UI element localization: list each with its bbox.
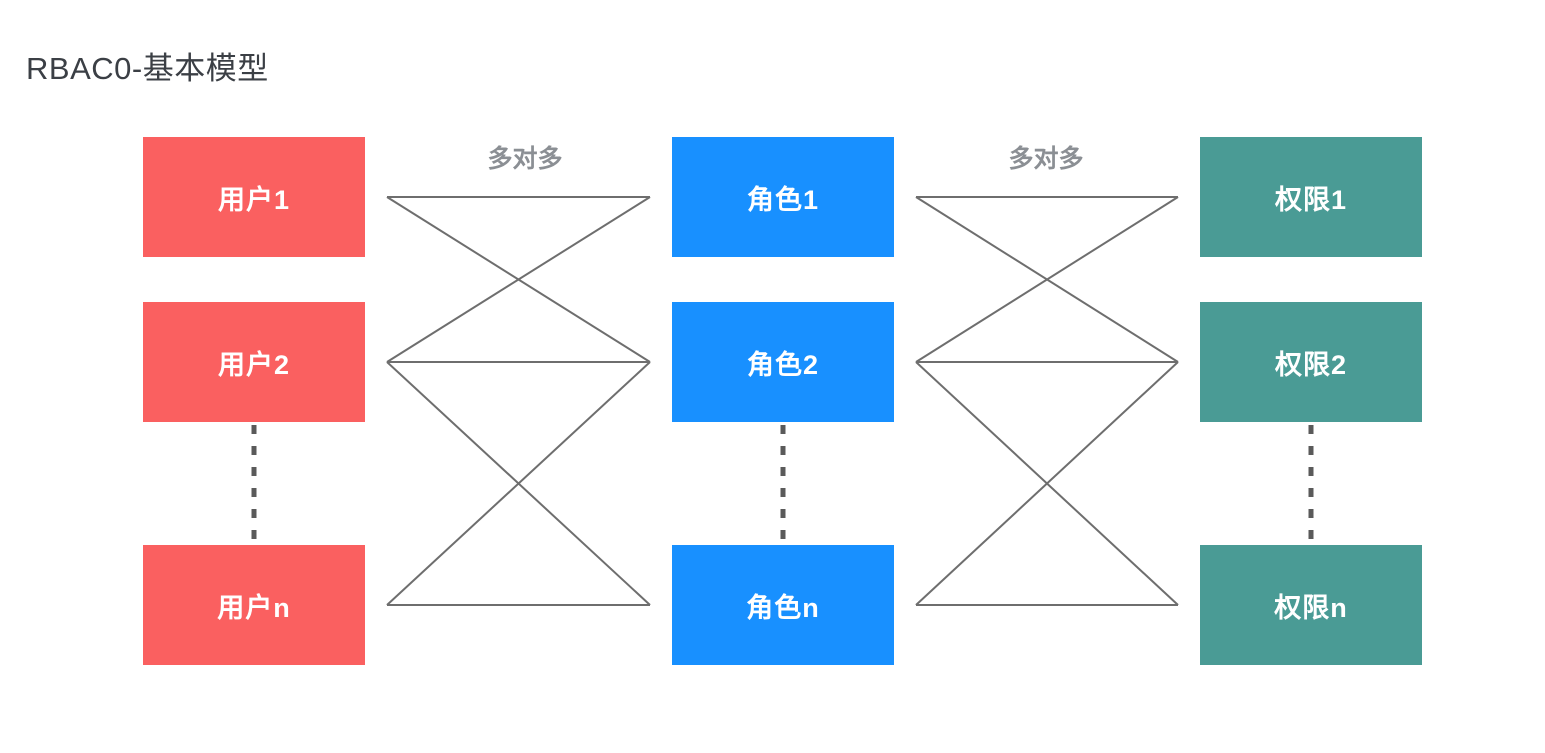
relation-label-role-permission: 多对多 bbox=[1008, 139, 1083, 175]
connector-line-role-permission-d1a bbox=[915, 361, 1179, 606]
connector-line-user-role-d1b bbox=[386, 361, 651, 606]
node-user-1[interactable]: 用户1 bbox=[143, 137, 365, 257]
node-user-n[interactable]: 用户n bbox=[143, 545, 365, 665]
node-label: 权限1 bbox=[1274, 184, 1348, 215]
connector-line-role-permission-d0a bbox=[915, 196, 1179, 363]
connector-line-role-permission-d1b bbox=[915, 361, 1179, 606]
node-label: 角色2 bbox=[746, 349, 820, 380]
node-label: 用户n bbox=[217, 592, 291, 623]
node-role-1[interactable]: 角色1 bbox=[672, 137, 894, 257]
node-label: 用户2 bbox=[217, 349, 291, 380]
node-label: 用户1 bbox=[217, 184, 291, 215]
node-label: 角色1 bbox=[746, 184, 820, 215]
relation-label-user-role: 多对多 bbox=[487, 139, 562, 175]
node-permission-1[interactable]: 权限1 bbox=[1200, 137, 1422, 257]
node-role-n[interactable]: 角色n bbox=[672, 545, 894, 665]
node-permission-n[interactable]: 权限n bbox=[1200, 545, 1422, 665]
node-permission-2[interactable]: 权限2 bbox=[1200, 302, 1422, 422]
connector-line-user-role-d0a bbox=[386, 196, 651, 363]
connector-line-role-permission-d0b bbox=[915, 196, 1179, 363]
node-user-2[interactable]: 用户2 bbox=[143, 302, 365, 422]
connector-line-user-role-d1a bbox=[386, 361, 651, 606]
connector-line-user-role-d0b bbox=[386, 196, 651, 363]
node-label: 权限n bbox=[1274, 592, 1348, 623]
node-label: 角色n bbox=[746, 592, 820, 623]
node-label: 权限2 bbox=[1274, 349, 1348, 380]
page-title: RBAC0-基本模型 bbox=[26, 51, 269, 86]
node-role-2[interactable]: 角色2 bbox=[672, 302, 894, 422]
relation-label-text: 多对多 bbox=[487, 145, 563, 173]
relation-label-text: 多对多 bbox=[1008, 145, 1084, 173]
